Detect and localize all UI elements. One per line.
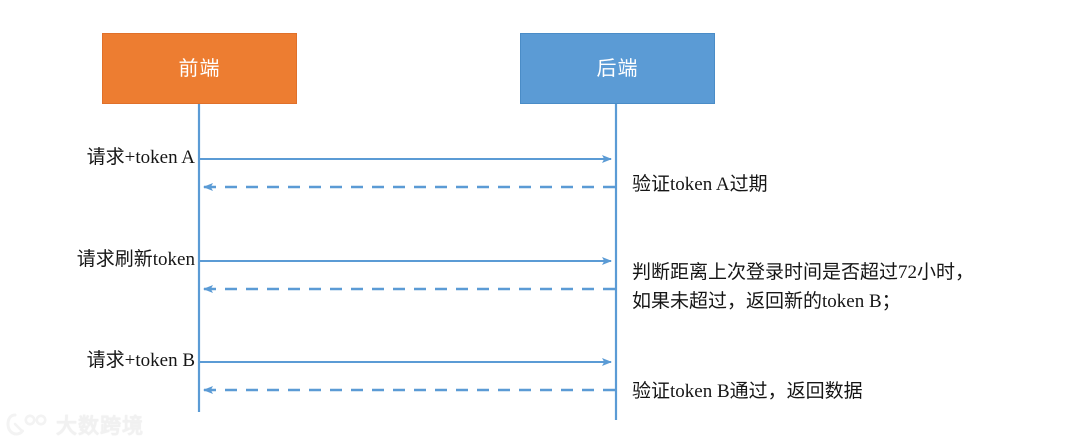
message-label-check-login-interval: 判断距离上次登录时间是否超过72小时， 如果未超过，返回新的token B； <box>632 259 974 316</box>
message-label-line: 如果未超过，返回新的token B； <box>632 290 901 312</box>
watermark-text: 大数跨境 <box>56 415 144 438</box>
message-label-line: 验证token A过期 <box>632 174 768 195</box>
actor-label-backend: 后端 <box>596 57 639 80</box>
ic-logo-icon <box>6 413 47 436</box>
message-label-verify-token-b-pass: 验证token B通过，返回数据 <box>632 378 863 407</box>
actor-box-backend: 后端 <box>520 33 715 104</box>
watermark: 大数跨境 <box>6 410 144 440</box>
message-label-request-refresh-token: 请求刷新token <box>76 249 195 270</box>
actor-label-frontend: 前端 <box>178 57 221 80</box>
message-label-request-token-b: 请求+token B <box>86 350 195 371</box>
message-label-line: 判断距离上次登录时间是否超过72小时， <box>632 262 975 283</box>
actor-box-frontend: 前端 <box>102 33 297 104</box>
message-label-request-token-a: 请求+token A <box>86 147 195 168</box>
message-label-verify-token-a-expired: 验证token A过期 <box>632 171 768 200</box>
message-label-line: 验证token B通过，返回数据 <box>632 381 863 402</box>
